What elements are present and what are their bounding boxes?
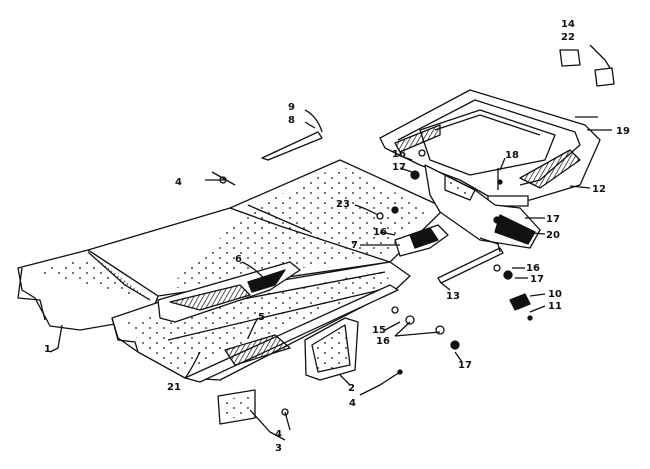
label-17-lower: 17 (458, 360, 472, 371)
tail-light (509, 293, 531, 311)
label-15: 15 (372, 325, 386, 336)
label-22: 22 (561, 32, 575, 43)
flap (261, 131, 323, 161)
label-23: 23 (336, 199, 350, 210)
label-17-rod: 17 (530, 274, 544, 285)
label-4-right: 4 (349, 398, 356, 409)
decal-14 (594, 67, 615, 87)
label-4-top: 4 (175, 177, 182, 188)
label-16-lower: 16 (376, 336, 390, 347)
label-10: 10 (548, 289, 562, 300)
label-20: 20 (546, 230, 560, 241)
label-5: 5 (258, 312, 265, 323)
label-19: 19 (616, 126, 630, 137)
tunnel-top-dots (165, 165, 430, 290)
lower-decal (224, 334, 291, 366)
hitch-rod (437, 247, 504, 284)
label-16-rod: 16 (526, 263, 540, 274)
label-8: 8 (288, 115, 295, 126)
decal-22 (559, 49, 581, 67)
label-9: 9 (288, 102, 295, 113)
label-7: 7 (351, 240, 358, 251)
label-17-bumper: 17 (392, 162, 406, 173)
label-17-plate: 17 (546, 214, 560, 225)
label-3: 3 (275, 443, 282, 454)
label-13: 13 (446, 291, 460, 302)
label-12: 12 (592, 184, 606, 195)
label-11: 11 (548, 301, 562, 312)
label-6: 6 (235, 254, 242, 265)
label-21: 21 (167, 382, 181, 393)
label-2: 2 (348, 383, 355, 394)
label-16-bumper: 16 (392, 149, 406, 160)
label-4-bottom: 4 (275, 429, 282, 440)
label-14: 14 (561, 19, 575, 30)
label-1: 1 (44, 344, 51, 355)
label-16-bracket: 16 (373, 227, 387, 238)
label-18: 18 (505, 150, 519, 161)
